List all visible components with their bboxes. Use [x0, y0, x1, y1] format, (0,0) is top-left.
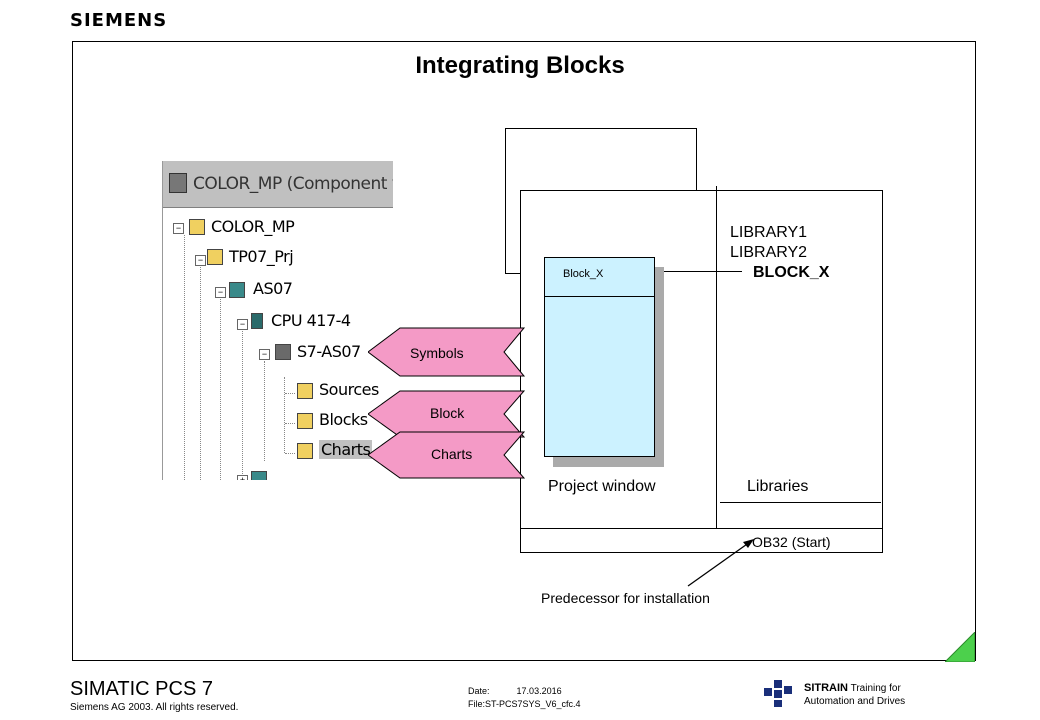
- block-x-library-item[interactable]: BLOCK_X: [753, 264, 830, 281]
- tree-line: [264, 361, 265, 461]
- symbols-tag-shape: [368, 327, 526, 377]
- copyright-text: Siemens AG 2003. All rights reserved.: [70, 702, 239, 713]
- collapse-toggle[interactable]: −: [215, 287, 226, 298]
- charts-tag-shape: [368, 431, 526, 479]
- corner-triangle-icon: [945, 632, 975, 662]
- sitrain-text: SITRAIN Training for Automation and Driv…: [804, 682, 905, 708]
- tree-line: [285, 453, 295, 454]
- collapse-toggle[interactable]: −: [259, 349, 270, 360]
- date-label: Date:: [468, 686, 490, 696]
- run-sequence-box: [520, 528, 883, 553]
- connection-line: [664, 271, 742, 272]
- tree-item-sources[interactable]: Sources: [319, 380, 379, 399]
- sitrain-brand: SITRAIN: [804, 682, 848, 694]
- sitrain-sub2: Automation and Drives: [804, 696, 906, 707]
- product-name: SIMATIC PCS 7: [70, 678, 213, 700]
- date-line: Date: 17.03.2016: [468, 686, 562, 696]
- date-value: 17.03.2016: [516, 686, 562, 696]
- expand-toggle[interactable]: +: [237, 475, 248, 480]
- library2-label[interactable]: LIBRARY2: [730, 244, 808, 261]
- symbols-tag[interactable]: Symbols: [410, 345, 464, 361]
- sitrain-logo-icon: [764, 680, 792, 707]
- tree-item-charts[interactable]: Charts: [319, 440, 373, 459]
- charts-tag[interactable]: Charts: [431, 446, 473, 462]
- project-icon: [189, 219, 205, 235]
- tree-line: [220, 297, 221, 480]
- block-x-label: Block_X: [563, 268, 604, 280]
- component-view-screenshot: COLOR_MP (Component view) -- ... − COLOR…: [162, 161, 393, 480]
- pointer-arrow-icon: [687, 539, 754, 587]
- block-x-chart[interactable]: [544, 257, 655, 457]
- collapse-toggle[interactable]: −: [237, 319, 248, 330]
- tree-line: [285, 393, 295, 394]
- cpu-icon: [251, 313, 263, 329]
- collapse-toggle[interactable]: −: [195, 255, 206, 266]
- blocks-folder-icon: [297, 413, 313, 429]
- file-line: File:ST-PCS7SYS_V6_cfc.4: [468, 699, 581, 709]
- ob32-label: OB32 (Start): [752, 534, 831, 550]
- window-app-icon: [169, 173, 187, 193]
- tree-line: [200, 263, 201, 480]
- tree-item-blocks[interactable]: Blocks: [319, 410, 368, 429]
- divider-line: [716, 186, 717, 529]
- library1-label[interactable]: LIBRARY1: [730, 224, 808, 241]
- slide-frame: [72, 41, 976, 661]
- station-icon: [229, 282, 245, 298]
- tree-item-tp07-prj[interactable]: TP07_Prj: [229, 247, 294, 266]
- tree-line: [284, 377, 285, 453]
- project-window-label: Project window: [548, 478, 656, 495]
- file-value: ST-PCS7SYS_V6_cfc.4: [485, 699, 581, 709]
- tree-item-color-mp[interactable]: COLOR_MP: [211, 217, 295, 236]
- tree-line: [242, 329, 243, 480]
- station-icon: [251, 471, 267, 480]
- block-header-line: [544, 296, 655, 297]
- tree-item-as07[interactable]: AS07: [253, 279, 293, 298]
- divider-line: [720, 502, 881, 503]
- tree-item-cpu[interactable]: CPU 417-4: [271, 311, 351, 330]
- window-title-bar: COLOR_MP (Component view) -- ...: [163, 161, 393, 208]
- tree-item-s7-as07[interactable]: S7-AS07: [297, 342, 361, 361]
- file-label: File:: [468, 699, 486, 709]
- charts-folder-icon: [297, 443, 313, 459]
- block-tag[interactable]: Block: [430, 405, 465, 421]
- slide-title: Integrating Blocks: [415, 52, 625, 79]
- predecessor-label: Predecessor for installation: [541, 590, 710, 606]
- sitrain-sub1: Training for: [850, 683, 901, 694]
- tree-line: [285, 423, 295, 424]
- window-title: COLOR_MP (Component view) -- ...: [193, 174, 393, 194]
- libraries-label: Libraries: [747, 478, 809, 495]
- s7-program-icon: [275, 344, 291, 360]
- project-icon: [207, 249, 223, 265]
- tree-line: [184, 235, 185, 480]
- collapse-toggle[interactable]: −: [173, 223, 184, 234]
- siemens-logo: SIEMENS: [70, 10, 168, 31]
- sources-folder-icon: [297, 383, 313, 399]
